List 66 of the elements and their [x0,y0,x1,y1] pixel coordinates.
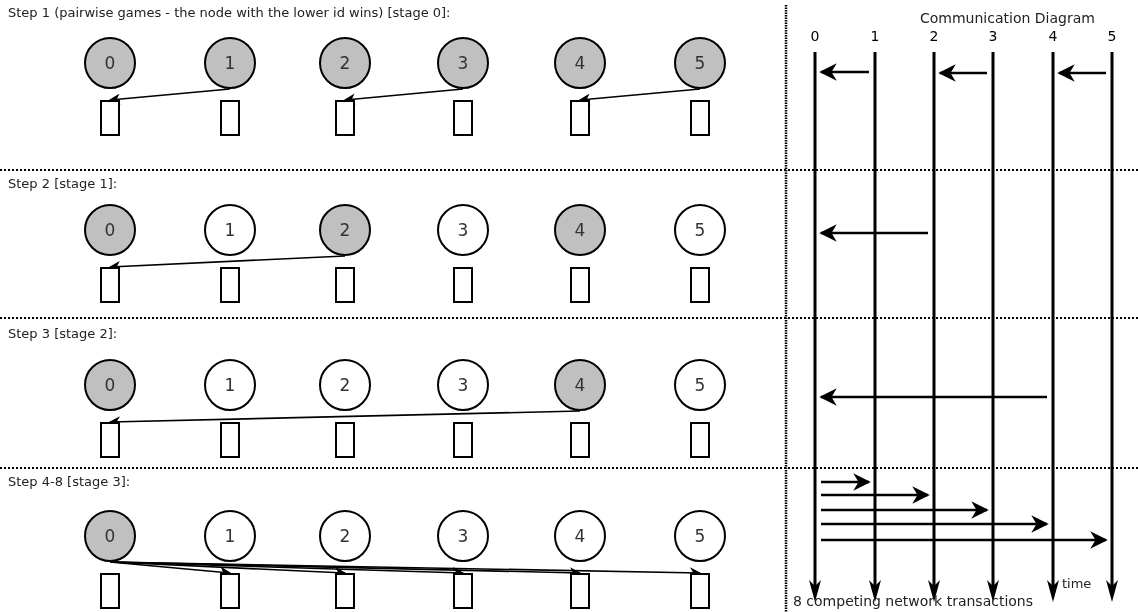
arrow [821,486,930,504]
node-circle: 0 [84,204,136,256]
empty-box [100,100,120,136]
node-circle: 2 [319,359,371,411]
empty-box [570,422,590,458]
node-circle: 2 [319,37,371,89]
empty-box [220,100,240,136]
empty-box [453,267,473,303]
node-circle: 5 [674,204,726,256]
empty-box [453,100,473,136]
arrow [819,224,928,242]
axis-label: time [1062,576,1092,591]
empty-box [335,573,355,609]
empty-box [220,422,240,458]
node-circle: 0 [84,359,136,411]
node-circle: 4 [554,359,606,411]
node-circle: 5 [674,359,726,411]
step-heading: Step 2 [stage 1]: [8,176,118,191]
empty-box [220,267,240,303]
node-circle: 4 [554,204,606,256]
empty-box [335,100,355,136]
node-circle: 5 [674,510,726,562]
empty-box [335,422,355,458]
node-circle: 3 [437,359,489,411]
panel-heading: Communication Diagram [920,10,1095,26]
node-circle: 4 [554,510,606,562]
empty-box [100,422,120,458]
node-circle: 0 [84,510,136,562]
node-circle: 1 [204,510,256,562]
node-circle: 3 [437,204,489,256]
empty-box [570,267,590,303]
empty-box [220,573,240,609]
step-heading: Step 1 (pairwise games - the node with the lower id wins) [stage 0]: [8,5,451,20]
arrow [819,63,869,81]
empty-box [570,573,590,609]
node-circle: 1 [204,37,256,89]
empty-box [453,573,473,609]
empty-box [453,422,473,458]
arrow [821,531,1108,549]
node-circle: 3 [437,510,489,562]
node-circle: 1 [204,359,256,411]
arrow [821,473,871,491]
empty-box [690,100,710,136]
arrow [821,515,1049,533]
arrow [938,64,987,82]
node-circle: 2 [319,204,371,256]
node-circle: 2 [319,510,371,562]
empty-box [690,267,710,303]
node-circle: 0 [84,37,136,89]
empty-box [690,573,710,609]
lifeline: 5 [1106,28,1118,603]
node-circle: 1 [204,204,256,256]
arrow [821,501,989,519]
node-circle: 5 [674,37,726,89]
arrow [1057,64,1106,82]
node-circle: 3 [437,37,489,89]
empty-box [570,100,590,136]
empty-box [690,422,710,458]
lifeline: 4 [1047,28,1059,603]
step-heading: Step 3 [stage 2]: [8,326,118,341]
empty-box [100,573,120,609]
empty-box [100,267,120,303]
step-heading: Step 4-8 [stage 3]: [8,474,131,489]
node-circle: 4 [554,37,606,89]
arrow [819,388,1047,406]
empty-box [335,267,355,303]
